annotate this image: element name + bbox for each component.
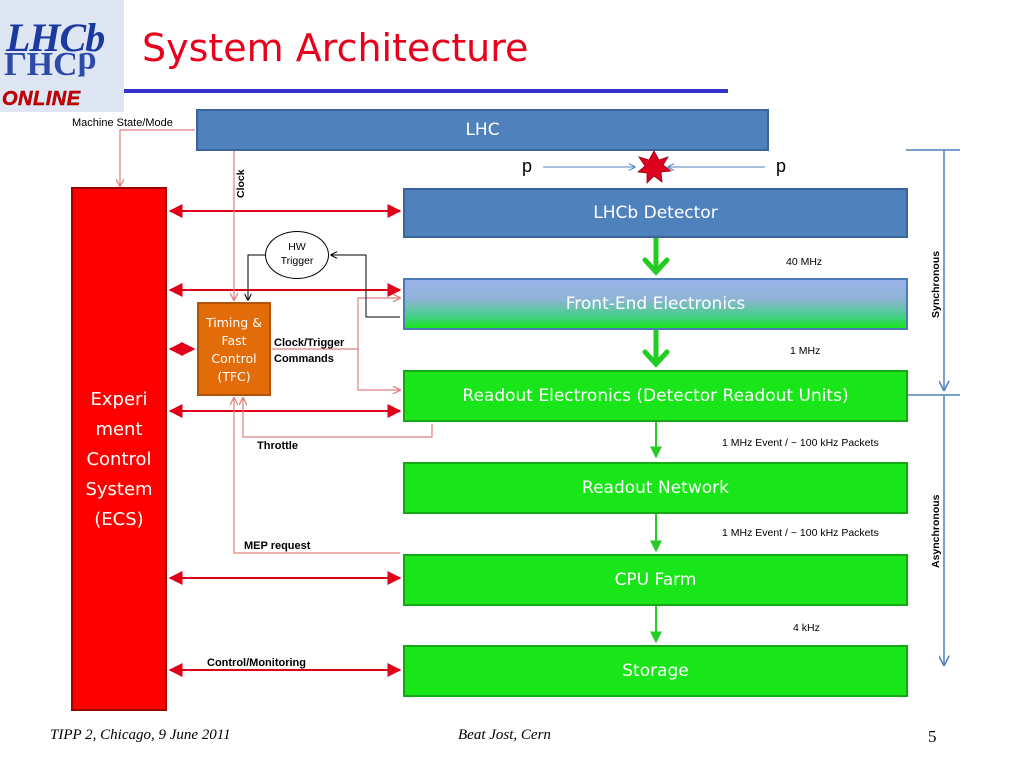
hw-trigger-in-line — [331, 255, 400, 318]
collision-star-icon — [637, 150, 673, 184]
tfc-line-3: Control — [211, 351, 257, 366]
storage-box: Storage — [403, 645, 908, 697]
beam-right-label: p — [776, 156, 787, 176]
rate-40mhz: 40 MHz — [786, 256, 823, 268]
sync-async-brackets — [906, 149, 960, 665]
title-underline — [124, 89, 728, 93]
page-title: System Architecture — [142, 26, 529, 70]
clock-trigger-label: Clock/Trigger — [274, 337, 345, 349]
tfc-line-2: Fast — [221, 333, 247, 348]
beam-left-label: p — [522, 156, 533, 176]
ecs-line-2: ment — [95, 419, 143, 440]
throttle-label: Throttle — [257, 440, 298, 452]
ecs-line-3: Control — [86, 449, 152, 470]
tfc-to-readout-line — [357, 349, 400, 390]
rate-readout: 1 MHz Event / ~ 100 kHz Packets — [722, 437, 879, 449]
hw-trigger-out-line — [248, 254, 268, 300]
cpu-farm-box: CPU Farm — [403, 554, 908, 606]
lhcb-detector-box: LHCb Detector — [403, 188, 908, 238]
front-end-electronics-box: Front-End Electronics — [403, 278, 908, 330]
ecs-line-5: (ECS) — [94, 509, 144, 530]
control-monitoring-label: Control/Monitoring — [207, 657, 306, 669]
dataflow-thick-arrows — [642, 234, 670, 368]
footer-event: TIPP 2, Chicago, 9 June 2011 — [50, 727, 231, 743]
throttle-line — [243, 398, 433, 438]
tfc-to-fee-line — [272, 298, 400, 350]
logo-lhcb-text: LHCb — [6, 15, 105, 60]
tfc-box: Timing & Fast Control (TFC) — [197, 302, 271, 396]
rate-network: 1 MHz Event / ~ 100 kHz Packets — [722, 527, 879, 539]
clock-label: Clock — [235, 169, 247, 198]
rate-4khz: 4 kHz — [793, 622, 820, 634]
footer-author: Beat Jost, Cern — [458, 727, 551, 743]
ecs-box: Experi ment Control System (ECS) — [71, 187, 167, 711]
hw-trigger-line-2: Trigger — [280, 255, 314, 267]
tfc-line-4: (TFC) — [217, 369, 251, 384]
rate-1mhz: 1 MHz — [790, 345, 821, 357]
lhc-box: LHC — [196, 109, 769, 151]
ecs-line-1: Experi — [90, 389, 148, 410]
synchronous-label: Synchronous — [930, 250, 942, 318]
readout-electronics-box: Readout Electronics (Detector Readout Un… — [403, 370, 908, 422]
mep-request-line — [234, 398, 400, 554]
machine-state-line — [120, 129, 195, 186]
ecs-control-arrows — [168, 204, 402, 677]
hw-trigger-line-1: HW — [288, 241, 306, 253]
mep-request-label: MEP request — [244, 540, 311, 552]
hw-trigger-node: HW Trigger — [265, 231, 329, 279]
machine-state-label: Machine State/Mode — [72, 117, 173, 129]
page-number: 5 — [928, 727, 937, 746]
tfc-line-1: Timing & — [206, 315, 262, 330]
commands-label: Commands — [274, 353, 334, 365]
ecs-line-4: System — [85, 479, 153, 500]
logo-online-text: ONLINE — [2, 88, 81, 111]
lhcb-online-logo: LHCb LHCb ONLINE — [0, 0, 124, 112]
asynchronous-label: Asynchronous — [930, 494, 942, 568]
readout-network-box: Readout Network — [403, 462, 908, 514]
